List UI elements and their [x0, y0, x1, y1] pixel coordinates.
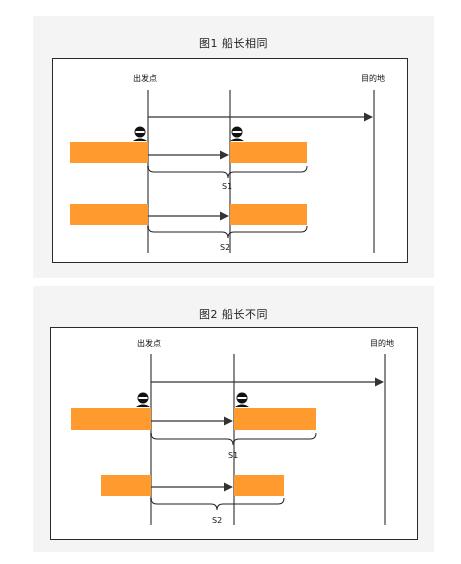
figure1-boat-1-start	[70, 142, 148, 163]
figure2-brace-1	[150, 432, 317, 446]
figure1-end-label: 目的地	[361, 73, 385, 83]
figure1-brace-1	[147, 165, 308, 179]
figure2-end-label: 目的地	[370, 338, 394, 348]
figure1-boat-1-end	[230, 142, 307, 163]
figure1-start-label: 出发点	[133, 73, 157, 83]
figure1-boat-2-start	[70, 204, 148, 225]
figure2-boat-2-start	[101, 475, 151, 496]
figure1-boat-2-end	[230, 204, 307, 225]
figure2-start-label: 出发点	[137, 338, 161, 348]
figure2-title: 图2 船长不同	[199, 308, 268, 321]
figure2-boat-1-end	[234, 408, 316, 430]
figure1-captain-icon-1	[133, 126, 147, 141]
figure1-distance1-label: S1	[222, 182, 232, 191]
figure1-captain-icon-2	[230, 126, 244, 141]
figure2-captain-icon-2	[235, 392, 249, 407]
figure2-distance1-label: S1	[228, 451, 238, 460]
figure2-distance2-label: S2	[212, 516, 222, 525]
figure2-captain-icon-1	[136, 392, 150, 407]
figure1-brace-2	[147, 225, 308, 239]
figure2-boat-1-start	[71, 408, 151, 430]
figure1-title: 图1 船长相同	[199, 37, 268, 50]
figure1-distance2-label: S2	[220, 243, 230, 252]
figure2-brace-2	[150, 497, 285, 511]
figure2-boat-2-end	[234, 475, 284, 496]
